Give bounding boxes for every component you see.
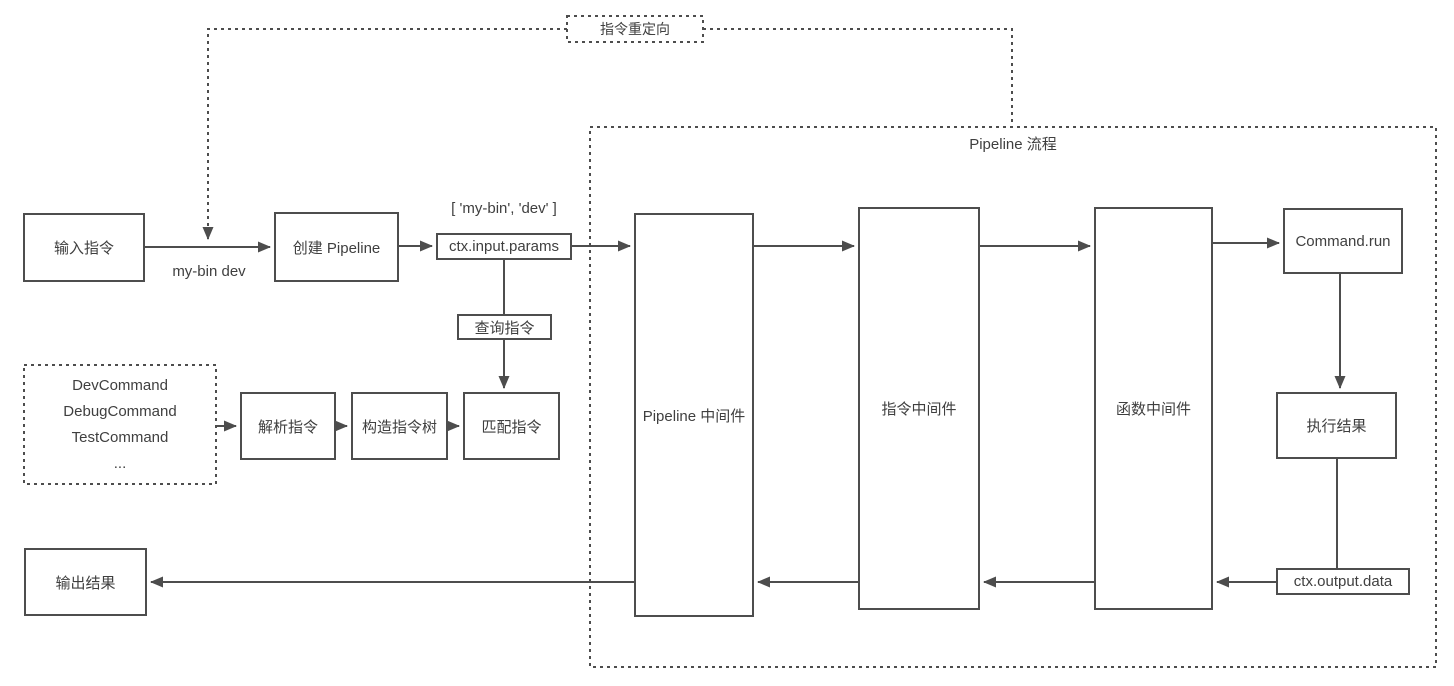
command-list-outline bbox=[23, 364, 217, 485]
node-command-run: Command.run bbox=[1283, 208, 1403, 274]
node-create-pipeline: 创建 Pipeline bbox=[274, 212, 399, 282]
pipeline-flow-title: Pipeline 流程 bbox=[969, 136, 1057, 153]
node-match-command: 匹配指令 bbox=[463, 392, 560, 460]
node-parse-command: 解析指令 bbox=[240, 392, 336, 460]
label-cli-input: my-bin dev bbox=[172, 263, 246, 280]
redirect-path-left bbox=[202, 28, 567, 240]
node-function-middleware: 函数中间件 bbox=[1094, 207, 1213, 610]
command-list: DevCommand DebugCommand TestCommand ... bbox=[24, 365, 216, 484]
node-output-result: 输出结果 bbox=[24, 548, 147, 616]
node-query-command: 查询指令 bbox=[457, 314, 552, 340]
command-list-item: TestCommand bbox=[71, 428, 169, 446]
node-command-middleware: 指令中间件 bbox=[858, 207, 980, 610]
command-list-item: ... bbox=[113, 454, 127, 472]
label-params-array: [ 'my-bin', 'dev' ] bbox=[451, 200, 557, 217]
command-list-item: DevCommand bbox=[72, 376, 168, 394]
node-execution-result: 执行结果 bbox=[1276, 392, 1397, 459]
node-ctx-output-data: ctx.output.data bbox=[1276, 568, 1410, 595]
pipeline-flow-outline bbox=[589, 126, 1437, 668]
command-list-item: DebugCommand bbox=[63, 402, 177, 420]
node-build-command-tree: 构造指令树 bbox=[351, 392, 448, 460]
node-input-command: 输入指令 bbox=[23, 213, 145, 282]
node-pipeline-middleware: Pipeline 中间件 bbox=[634, 213, 754, 617]
node-ctx-input-params: ctx.input.params bbox=[436, 233, 572, 260]
redirect-path-right bbox=[703, 28, 1013, 126]
redirect-label: 指令重定向 bbox=[600, 21, 670, 37]
